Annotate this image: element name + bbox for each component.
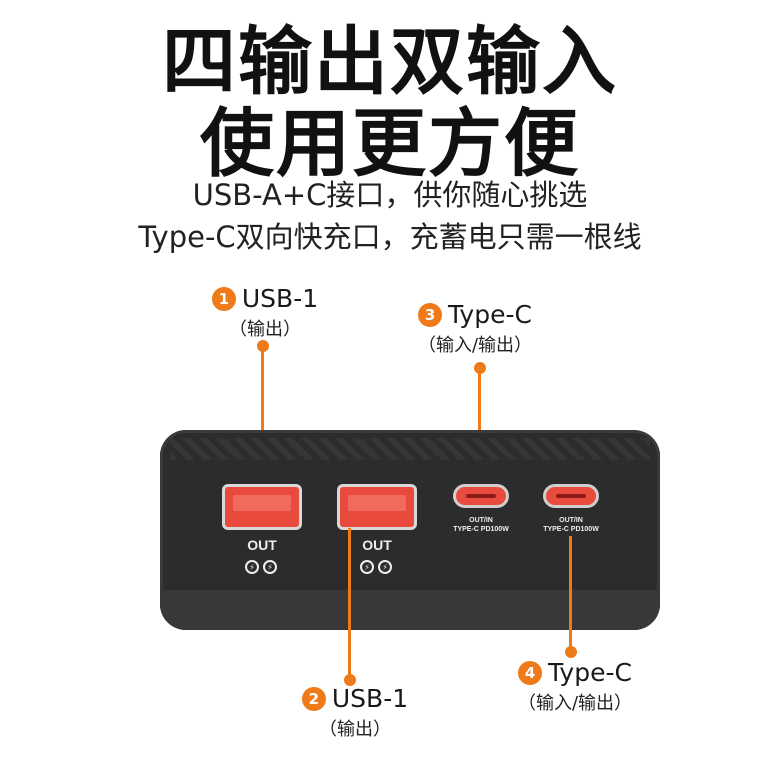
usb-c-port-1-label-line-2: TYPE-C PD100W xyxy=(453,526,509,533)
usb-a-port-1-label: OUT xyxy=(247,537,277,553)
callout-usb-1-bottom: 2 USB-1 （输出） xyxy=(280,684,430,741)
callout-number-badge: 4 xyxy=(518,660,543,685)
callout-line xyxy=(348,528,351,676)
usb-c-port-1 xyxy=(453,484,509,508)
callout-type-c-bottom: 4 Type-C （输入/输出） xyxy=(490,658,660,715)
headline-line-1: 四输出双输入 xyxy=(162,19,618,105)
device-edge xyxy=(160,590,660,630)
callout-line xyxy=(569,536,572,648)
usb-c-port-1-label-line-1: OUT/IN xyxy=(469,517,493,524)
subtitle-line-1: USB-A+C接口，供你随心挑选 xyxy=(192,178,588,212)
callout-name: Type-C xyxy=(448,300,532,329)
fast-charge-icon: ⚡ xyxy=(378,560,392,574)
fast-charge-icons-2: ⚡ ⚡ xyxy=(360,560,392,574)
callout-number-badge: 3 xyxy=(418,302,443,327)
callout-note: （输入/输出） xyxy=(517,693,633,714)
headline-line-2: 使用更方便 xyxy=(200,101,580,187)
callout-type-c-top: 3 Type-C （输入/输出） xyxy=(390,300,560,357)
subtitle-line-2: Type-C双向快充口，充蓄电只需一根线 xyxy=(138,220,642,254)
usb-c-port-1-label: OUT/IN TYPE-C PD100W xyxy=(433,516,529,534)
usb-c-port-2-label-line-2: TYPE-C PD100W xyxy=(543,526,599,533)
callout-dot xyxy=(344,674,356,686)
usb-c-port-2 xyxy=(543,484,599,508)
callout-dot xyxy=(565,646,577,658)
callout-line xyxy=(261,346,264,496)
usb-c-port-2-label: OUT/IN TYPE-C PD100W xyxy=(523,516,619,534)
usb-a-port-1 xyxy=(222,484,302,530)
callout-number-badge: 1 xyxy=(211,286,236,311)
callout-note: （输入/输出） xyxy=(417,335,533,356)
callout-note: （输出） xyxy=(229,319,301,340)
fast-charge-icon: ⚡ xyxy=(245,560,259,574)
fast-charge-icon: ⚡ xyxy=(360,560,374,574)
callout-name: USB-1 xyxy=(241,284,319,313)
callout-number-badge: 2 xyxy=(301,686,326,711)
device-texture xyxy=(170,438,650,460)
callout-name: USB-1 xyxy=(331,684,409,713)
callout-note: （输出） xyxy=(319,719,391,740)
callout-usb-1-top: 1 USB-1 （输出） xyxy=(190,284,340,341)
fast-charge-icons-1: ⚡ ⚡ xyxy=(245,560,277,574)
fast-charge-icon: ⚡ xyxy=(263,560,277,574)
usb-c-port-2-label-line-1: OUT/IN xyxy=(559,517,583,524)
power-bank-device xyxy=(160,430,660,630)
usb-a-port-2 xyxy=(337,484,417,530)
usb-a-port-2-label: OUT xyxy=(362,537,392,553)
callout-name: Type-C xyxy=(548,658,632,687)
